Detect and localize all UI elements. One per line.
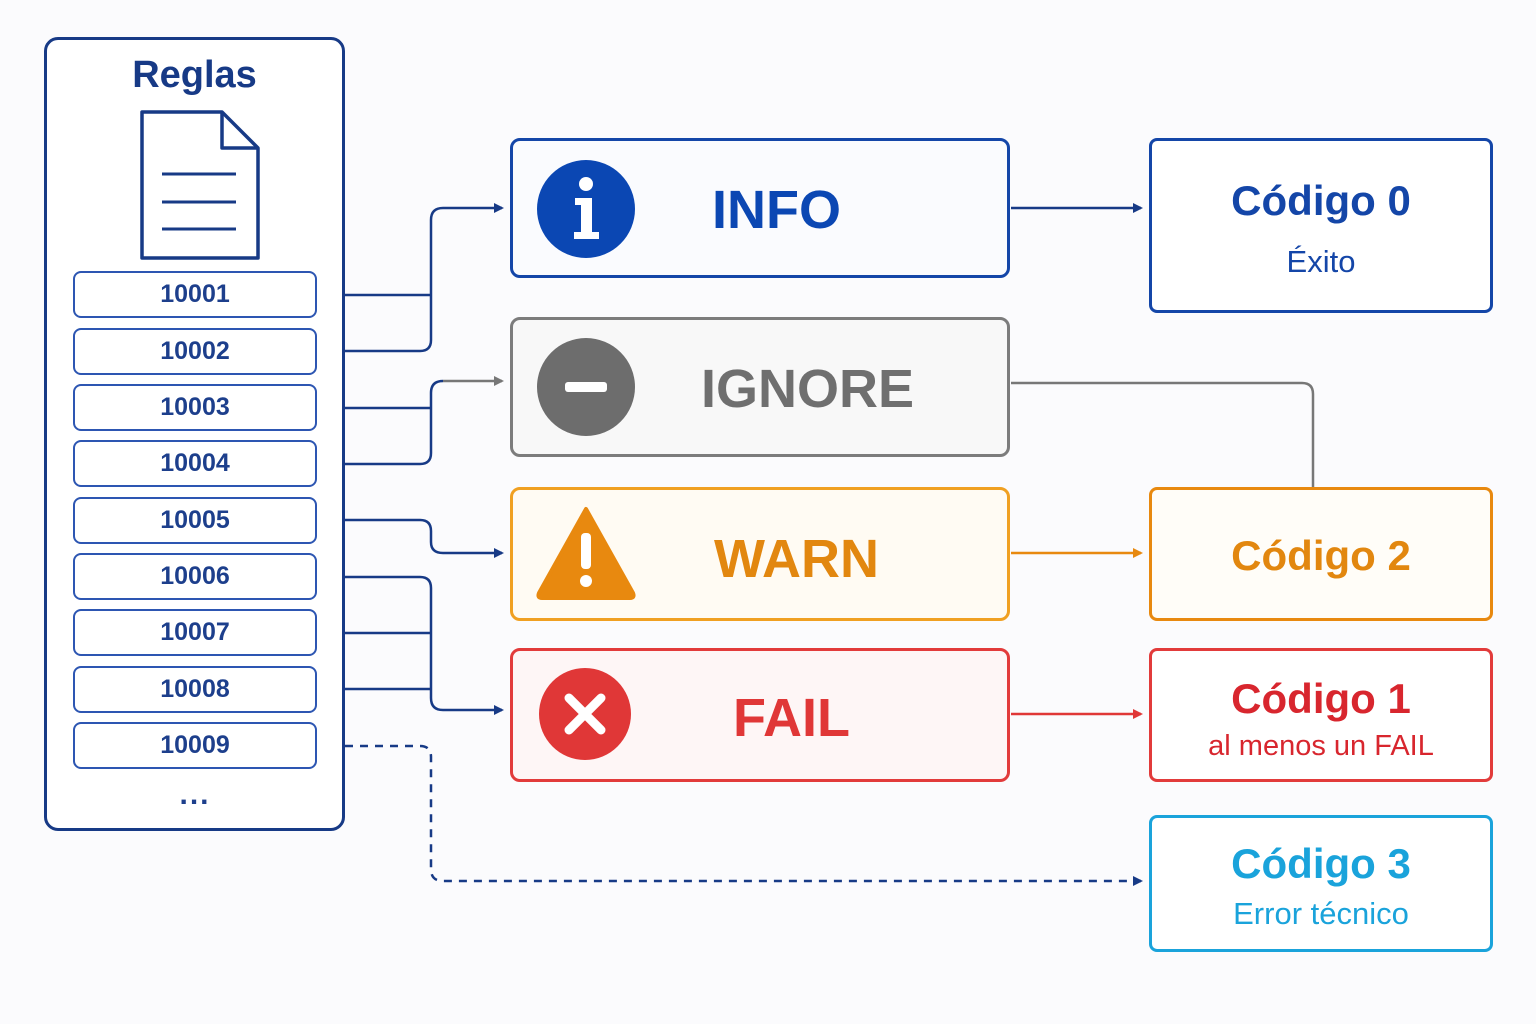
rules-title: Reglas <box>132 54 257 96</box>
rule-item-10005[interactable]: 10005 <box>73 497 317 544</box>
level-ignore-label: IGNORE <box>701 359 915 419</box>
document-icon <box>140 110 260 260</box>
rule-item-10006[interactable]: 10006 <box>73 553 317 600</box>
rules-more-ellipsis: ... <box>179 778 211 811</box>
connector-warn <box>330 518 504 558</box>
rule-item-10002[interactable]: 10002 <box>73 328 317 375</box>
connector-info <box>330 203 504 353</box>
rule-item-10008[interactable]: 10008 <box>73 666 317 713</box>
code0-box: Código 0 Éxito <box>1149 138 1493 313</box>
code2-title: Código 2 <box>1231 532 1411 579</box>
rule-item-10003[interactable]: 10003 <box>73 384 317 431</box>
level-warn-label: WARN <box>714 529 879 589</box>
minus-icon <box>537 338 635 436</box>
connector-ignore <box>330 376 504 466</box>
warning-icon <box>536 507 636 600</box>
code2-box: Código 2 <box>1149 487 1493 621</box>
rule-item-10001[interactable]: 10001 <box>73 271 317 318</box>
code0-subtitle: Éxito <box>1286 244 1356 279</box>
connector-code3 <box>330 744 1143 886</box>
rule-item-10009[interactable]: 10009 <box>73 722 317 769</box>
rule-item-10007[interactable]: 10007 <box>73 609 317 656</box>
code3-subtitle: Error técnico <box>1233 896 1409 931</box>
connector-fail <box>330 575 504 715</box>
code3-title: Código 3 <box>1231 840 1411 887</box>
line-ignore-to-code2 <box>1011 381 1315 487</box>
code1-title: Código 1 <box>1231 675 1411 722</box>
info-icon <box>537 160 635 258</box>
level-info-label: INFO <box>712 180 841 240</box>
code1-subtitle: al menos un FAIL <box>1208 730 1434 762</box>
code0-title: Código 0 <box>1231 177 1411 224</box>
x-icon <box>539 668 631 760</box>
code1-box: Código 1 al menos un FAIL <box>1149 648 1493 782</box>
code3-box: Código 3 Error técnico <box>1149 815 1493 952</box>
level-fail-label: FAIL <box>733 688 850 748</box>
rule-item-10004[interactable]: 10004 <box>73 440 317 487</box>
